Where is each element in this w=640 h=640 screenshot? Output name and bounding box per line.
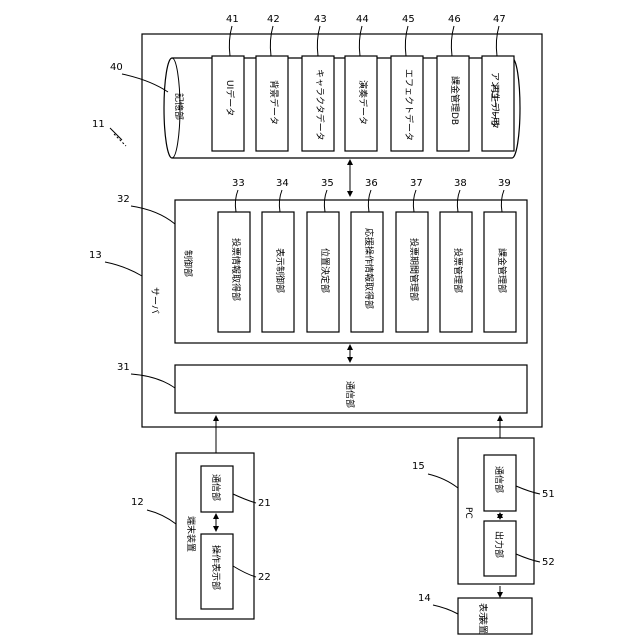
control-item-label-3: 位置決定部 (319, 248, 331, 293)
ref-41: 41 (226, 14, 239, 25)
ref-44: 44 (356, 14, 369, 25)
ref-43: 43 (314, 14, 327, 25)
data-item-label-6: 課金管理DB (449, 76, 461, 125)
terminal-ops-label: 操作表示部 (210, 545, 222, 590)
ref-13: 13 (89, 250, 102, 261)
data-item-label-7: アンコール用 再生データ (489, 72, 501, 129)
ref-47: 47 (493, 14, 506, 25)
data-item-label-7-line-2: 再生データ (489, 84, 501, 129)
data-item-label-5: エフェクトデータ (403, 69, 415, 141)
ref-37: 37 (410, 178, 423, 189)
leader-14 (433, 605, 458, 614)
control-item-label-7: 課金管理部 (496, 248, 508, 293)
ref-46: 46 (448, 14, 461, 25)
data-item-label-2: 背景データ (268, 80, 280, 125)
data-item-label-1: UIデータ (224, 80, 236, 116)
leader-13 (105, 262, 142, 276)
leader-11 (110, 128, 122, 140)
storage-label: 記憶部 (173, 93, 185, 120)
server-label: サーバ (149, 287, 160, 314)
display-box (458, 598, 532, 634)
control-item-label-5: 投票期間管理部 (408, 238, 420, 301)
ref-15: 15 (412, 461, 425, 472)
ref-36: 36 (365, 178, 378, 189)
leader-11-dash (114, 134, 126, 146)
ref-40: 40 (110, 62, 123, 73)
leader-12 (147, 510, 176, 524)
comm-label: 通信部 (344, 381, 356, 408)
display-label-line-2: 装置 (477, 616, 489, 634)
ref-33: 33 (232, 178, 245, 189)
control-item-label-2: 表示制御部 (274, 248, 286, 293)
control-item-label-1: 投票情報取得部 (230, 238, 242, 301)
ref-32: 32 (117, 194, 130, 205)
ref-21: 21 (258, 498, 271, 509)
terminal-comm-label: 通信部 (210, 474, 222, 501)
ref-31: 31 (117, 362, 130, 373)
ref-52: 52 (542, 557, 555, 568)
pc-output-label: 出力部 (493, 531, 505, 558)
ref-12: 12 (131, 497, 144, 508)
leader-15 (428, 474, 458, 488)
pc-label: PC (463, 507, 473, 519)
ref-14: 14 (418, 593, 431, 604)
data-item-label-3: キャラクタデータ (314, 69, 326, 141)
ref-35: 35 (321, 178, 334, 189)
ref-42: 42 (267, 14, 280, 25)
ref-45: 45 (402, 14, 415, 25)
control-item-label-4: 応援操作情報取得部 (363, 228, 375, 309)
data-item-label-4: 演奏データ (357, 80, 369, 125)
terminal-label: 端末装置 (185, 516, 197, 552)
pc-comm-label: 通信部 (493, 466, 505, 493)
control-item-label-6: 投票管理部 (452, 248, 464, 293)
ref-39: 39 (498, 178, 511, 189)
ref-51: 51 (542, 489, 555, 500)
ref-38: 38 (454, 178, 467, 189)
ref-34: 34 (276, 178, 289, 189)
control-label: 制御部 (182, 250, 194, 277)
ref-22: 22 (258, 572, 271, 583)
ref-11: 11 (92, 119, 105, 130)
display-label: 表示 装置 (477, 603, 489, 634)
